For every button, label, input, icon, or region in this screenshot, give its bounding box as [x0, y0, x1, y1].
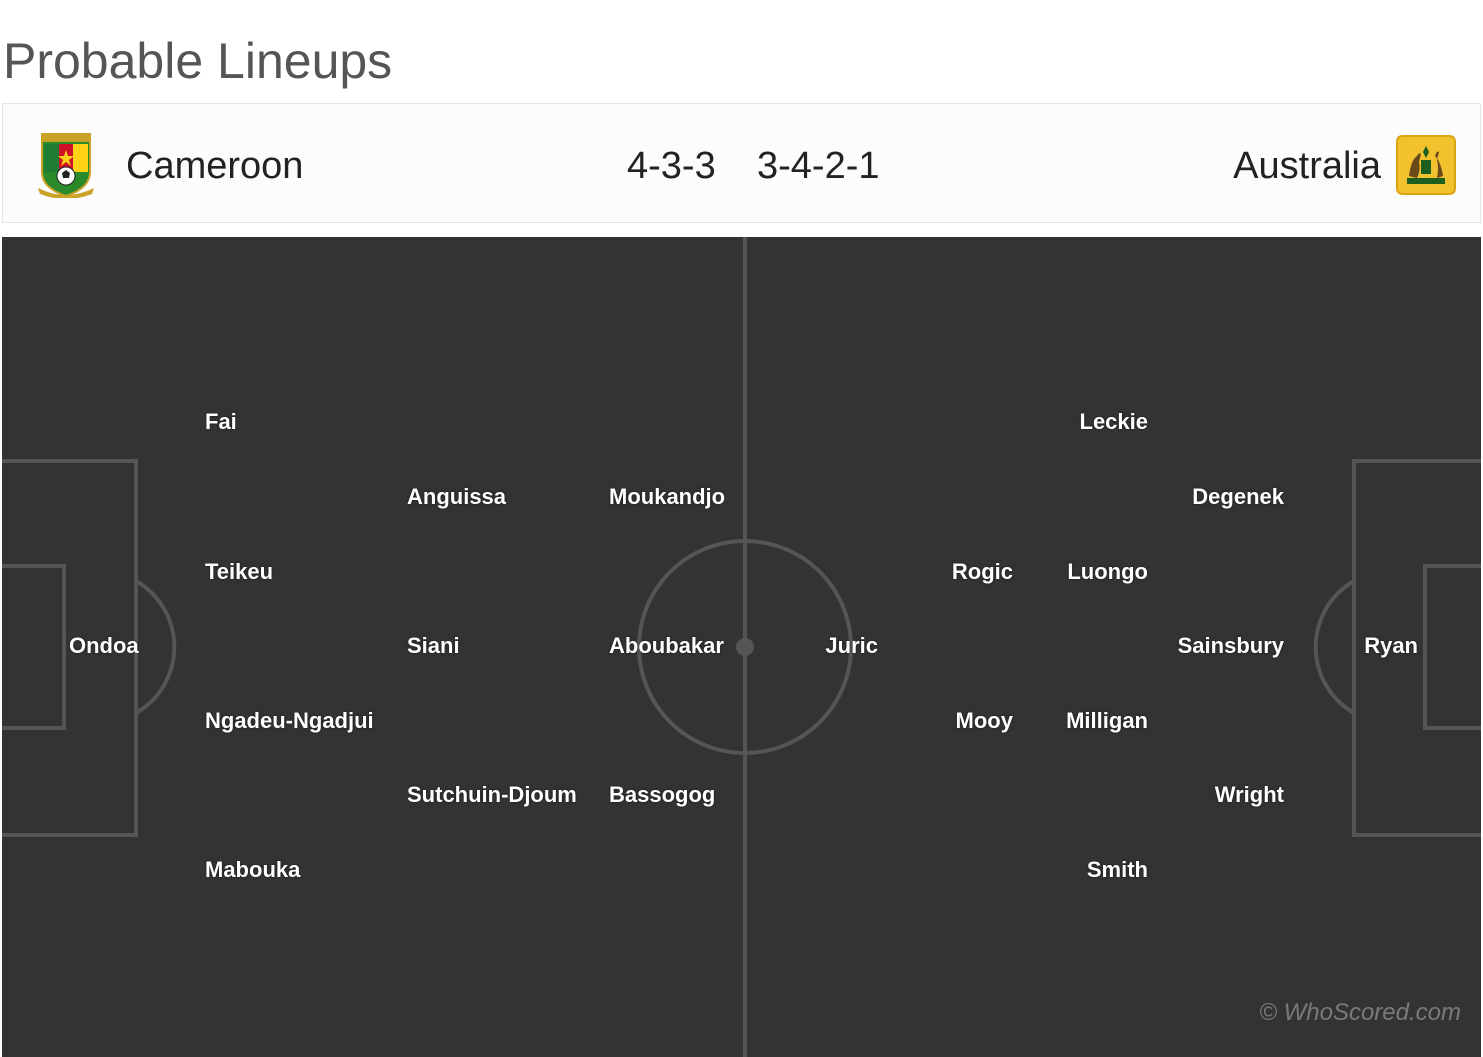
- player-sutchuin-djoum[interactable]: Sutchuin-Djoum: [407, 782, 577, 807]
- player-mabouka[interactable]: Mabouka: [205, 857, 301, 882]
- player-fai[interactable]: Fai: [205, 409, 237, 434]
- cameroon-crest-icon: [38, 133, 94, 198]
- player-milligan[interactable]: Milligan: [1066, 708, 1148, 733]
- player-leckie[interactable]: Leckie: [1079, 409, 1149, 434]
- australia-crest-icon: [1396, 135, 1456, 195]
- player-wright[interactable]: Wright: [1214, 782, 1284, 807]
- pitch-markings: [2, 237, 1481, 1057]
- player-bassogog[interactable]: Bassogog: [609, 782, 716, 807]
- whoscored-watermark: © WhoScored.com: [1259, 999, 1461, 1026]
- match-header: Cameroon 4-3-3 3-4-2-1 Australia: [2, 103, 1481, 223]
- player-sainsbury[interactable]: Sainsbury: [1177, 633, 1284, 658]
- player-juric[interactable]: Juric: [825, 633, 878, 658]
- player-ondoa[interactable]: Ondoa: [69, 633, 139, 658]
- player-ngadeu-ngadjui[interactable]: Ngadeu-Ngadjui: [205, 708, 374, 733]
- player-teikeu[interactable]: Teikeu: [205, 559, 274, 584]
- player-siani[interactable]: Siani: [407, 633, 460, 658]
- player-luongo[interactable]: Luongo: [1067, 559, 1148, 584]
- player-mooy[interactable]: Mooy: [955, 708, 1013, 733]
- pitch: Fai Anguissa Moukandjo Teikeu Ondoa Sian…: [2, 237, 1481, 1057]
- home-team-name[interactable]: Cameroon: [126, 145, 304, 187]
- player-rogic[interactable]: Rogic: [951, 559, 1013, 584]
- player-moukandjo[interactable]: Moukandjo: [609, 484, 726, 509]
- player-smith[interactable]: Smith: [1086, 857, 1148, 882]
- away-formation: 3-4-2-1: [757, 145, 880, 187]
- page-title: Probable Lineups: [3, 33, 393, 89]
- player-degenek[interactable]: Degenek: [1192, 484, 1284, 509]
- player-ryan[interactable]: Ryan: [1364, 633, 1418, 658]
- home-formation: 4-3-3: [627, 145, 716, 187]
- away-team-name[interactable]: Australia: [1233, 145, 1381, 187]
- player-anguissa[interactable]: Anguissa: [407, 484, 507, 509]
- player-aboubakar[interactable]: Aboubakar: [609, 633, 724, 658]
